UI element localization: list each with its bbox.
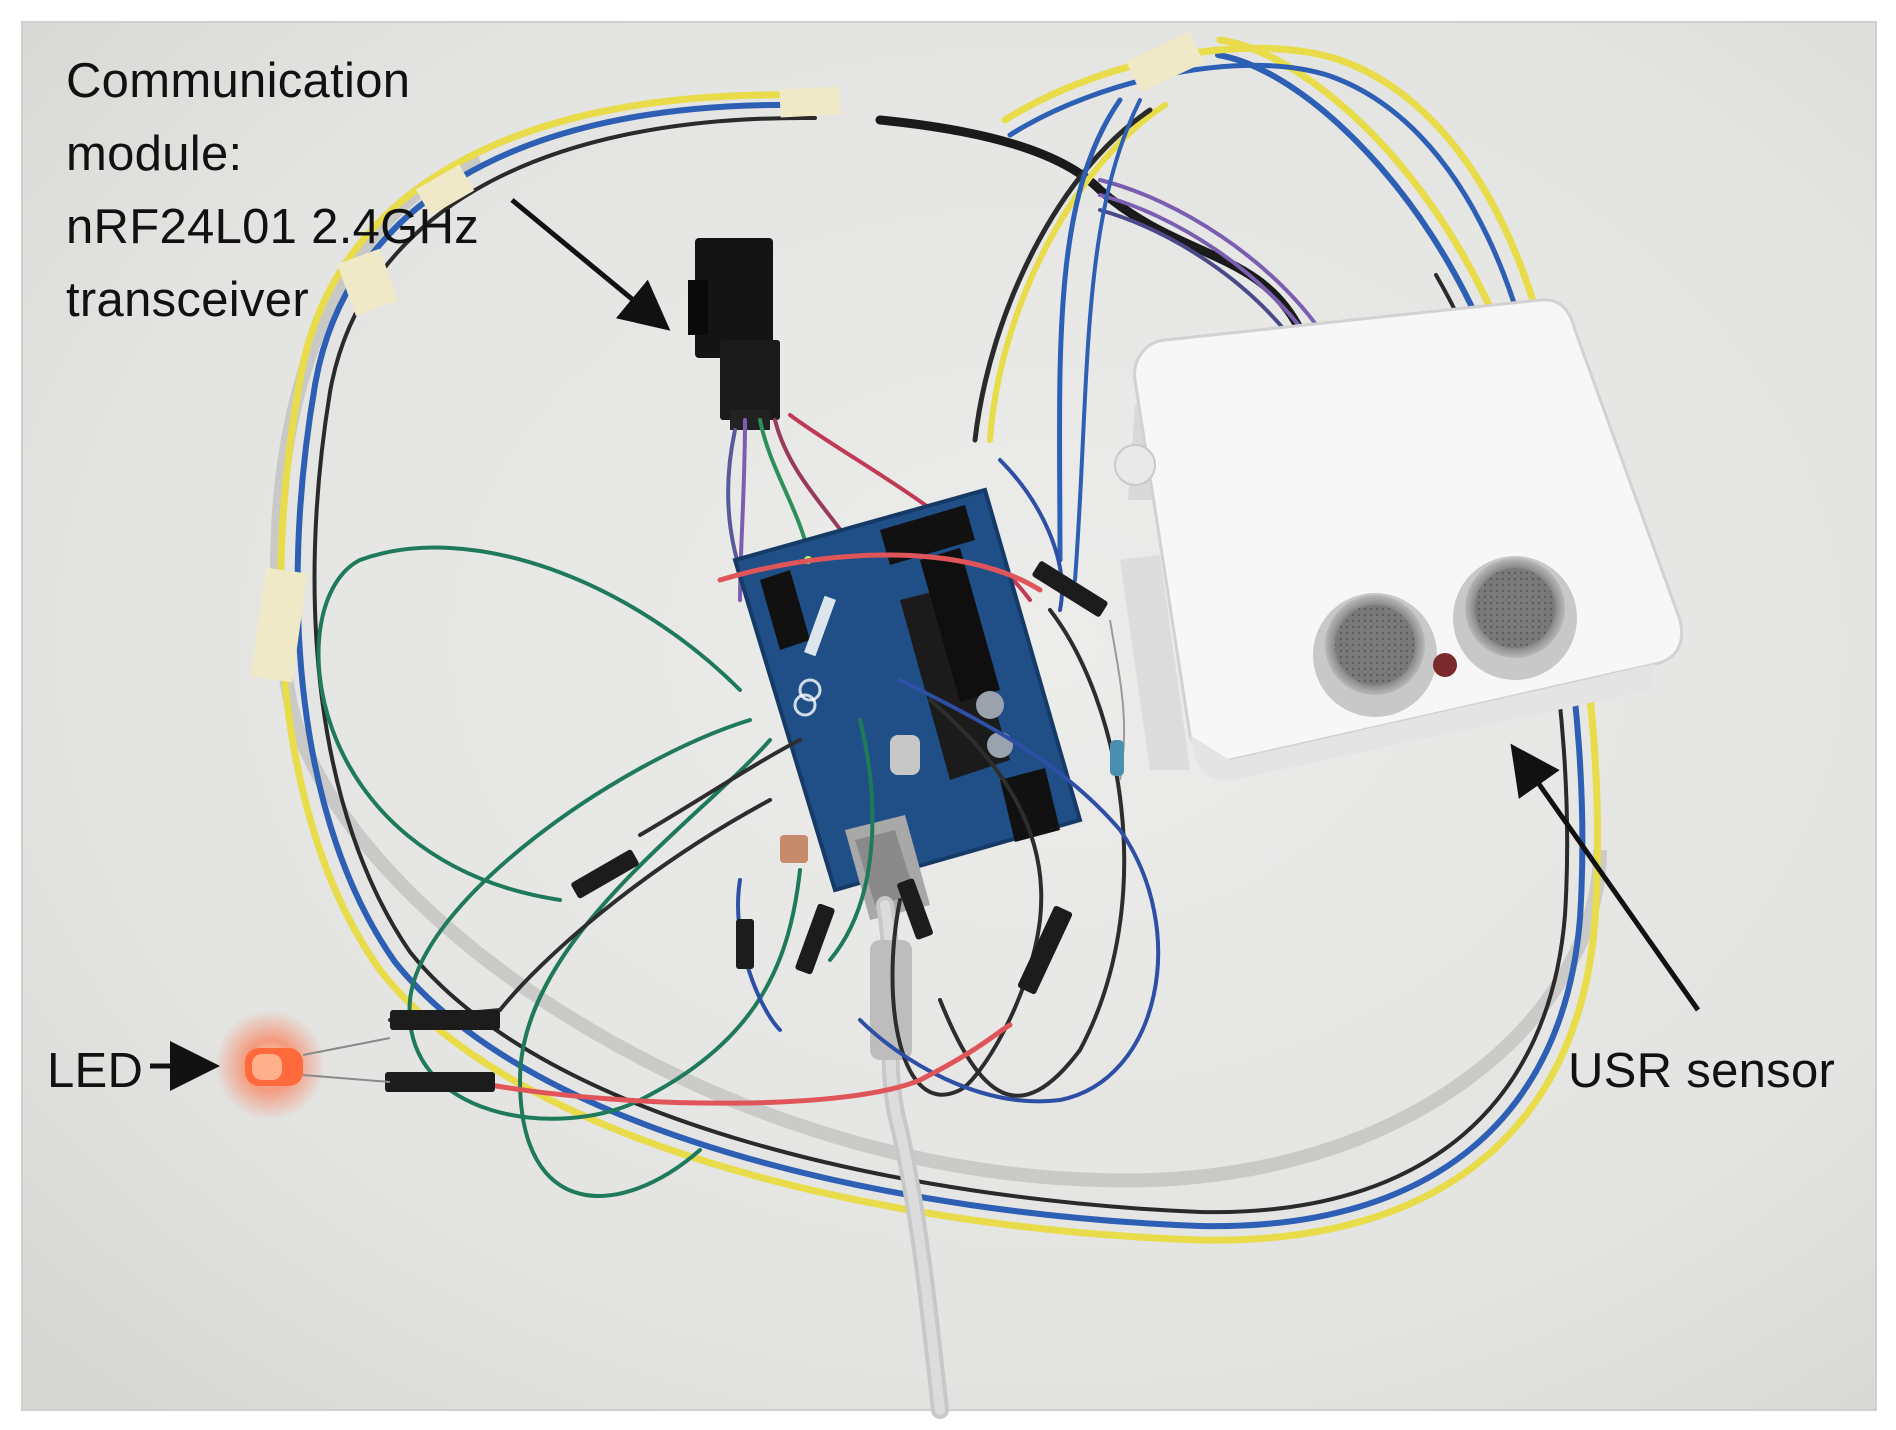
usr-sensor-box bbox=[1114, 298, 1684, 781]
led-component bbox=[215, 1010, 391, 1120]
communication-module-label: Communication module: nRF24L01 2.4GHz tr… bbox=[66, 45, 479, 337]
dark-wires bbox=[388, 608, 1127, 1098]
jumper-connectors bbox=[385, 561, 1108, 1092]
annotation-arrows bbox=[150, 198, 1701, 1091]
green-wires bbox=[316, 545, 875, 1198]
led-label: LED bbox=[47, 1044, 144, 1098]
comm-label-line2: module: bbox=[66, 127, 243, 181]
comm-label-line4: transceiver bbox=[66, 273, 309, 327]
resistor bbox=[1109, 619, 1126, 781]
usr-sensor-label: USR sensor bbox=[1568, 1044, 1836, 1098]
arrow-up-left-icon bbox=[1510, 743, 1701, 1012]
arrow-down-right-icon bbox=[510, 198, 671, 331]
sensor-ribbon bbox=[875, 97, 1322, 582]
comm-label-line1: Communication bbox=[66, 54, 411, 108]
arduino-board bbox=[732, 487, 1083, 920]
nrf24l01-module bbox=[688, 238, 780, 430]
red-wires bbox=[487, 552, 1043, 1106]
comm-label-line3: nRF24L01 2.4GHz bbox=[66, 200, 480, 254]
